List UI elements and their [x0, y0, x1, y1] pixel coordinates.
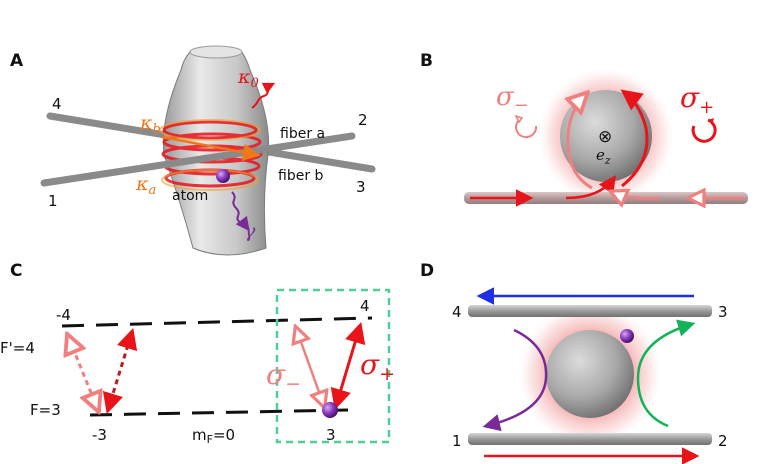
- otimes-symbol: ⊗: [598, 127, 612, 147]
- kappa-b-label: κb: [139, 112, 161, 137]
- port-4-label: 4: [52, 95, 62, 113]
- sigma-minus-transition-left: [68, 336, 98, 410]
- lower-fiber-rod: [468, 433, 712, 445]
- purple-routing-arrow: [482, 328, 548, 432]
- ccw-mode-arrow: [620, 89, 649, 188]
- panel-a-label: A: [10, 51, 24, 71]
- panel-c: C F'=4 F=3 -4 4 -3 3 mF=0 σ− σ+: [0, 261, 395, 446]
- panel-c-label: C: [10, 261, 22, 281]
- panel-b-label: B: [420, 51, 433, 71]
- atom-label: atom: [172, 188, 208, 204]
- panel-d: D 4 3 1 2: [420, 261, 728, 464]
- sigma-plus-transition-left: [102, 327, 138, 415]
- fiber-b-label: fiber b: [278, 168, 324, 184]
- port-3-label: 3: [356, 178, 366, 196]
- sigma-plus-label-c: σ+: [360, 348, 395, 385]
- panel-d-label: D: [420, 261, 434, 281]
- m-minus4-label: -4: [56, 306, 71, 324]
- fiber-rod: [464, 192, 748, 204]
- d-port-3-label: 3: [718, 303, 728, 321]
- kappa-0-label: κ0: [237, 66, 259, 91]
- atom-sphere-d: [620, 329, 634, 343]
- coupling-in-arrow: [565, 175, 617, 200]
- fiber-a-rod: [40, 132, 356, 187]
- resonator-top-face: [189, 45, 243, 59]
- fiber-a-label: fiber a: [280, 126, 325, 142]
- d-port-2-label: 2: [718, 432, 728, 450]
- sigma-plus-transition: [330, 321, 366, 411]
- ez-label: ez: [596, 146, 611, 167]
- resonator-sphere-d: [546, 330, 634, 418]
- sigma-minus-label: σ−: [496, 82, 529, 116]
- green-routing-arrow: [636, 319, 696, 428]
- coupling-arrow: [161, 135, 261, 161]
- sigma-minus-label-c: σ−: [266, 358, 301, 395]
- d-port-4-label: 4: [452, 303, 462, 321]
- sigma-minus-circular-icon: [515, 117, 538, 139]
- upper-fiber-rod: [468, 305, 712, 317]
- port-1-label: 1: [48, 192, 58, 210]
- gamma-label: γ: [244, 220, 256, 242]
- m-minus3-label: -3: [92, 426, 107, 444]
- cw-mode-arrow: [568, 94, 593, 190]
- f-label: F=3: [30, 401, 61, 419]
- sigma-plus-circular-icon: [691, 118, 717, 143]
- ground-level: [89, 408, 349, 417]
- excited-level: [61, 316, 373, 328]
- d-port-1-label: 1: [452, 432, 462, 450]
- panel-a: A 4 2 1 3 fiber a: [10, 45, 376, 256]
- sigma-plus-label: σ+: [680, 81, 714, 118]
- coupling-out-arrow: [612, 192, 661, 198]
- m-plus4-label: 4: [360, 297, 370, 315]
- port-2-label: 2: [358, 111, 368, 129]
- atom-sphere-c: [322, 402, 338, 418]
- panel-b: B ⊗ ez σ− σ+: [420, 51, 748, 206]
- atom-sphere: [216, 169, 230, 183]
- sigma-minus-transition: [296, 328, 324, 406]
- mf-label: mF=0: [192, 426, 235, 446]
- m-plus3-label: 3: [326, 426, 336, 444]
- gamma-photon-arrow: [231, 191, 250, 232]
- kappa0-photon-arrow: [251, 82, 276, 109]
- f-prime-label: F'=4: [0, 339, 35, 357]
- kappa-a-label: κa: [135, 173, 156, 198]
